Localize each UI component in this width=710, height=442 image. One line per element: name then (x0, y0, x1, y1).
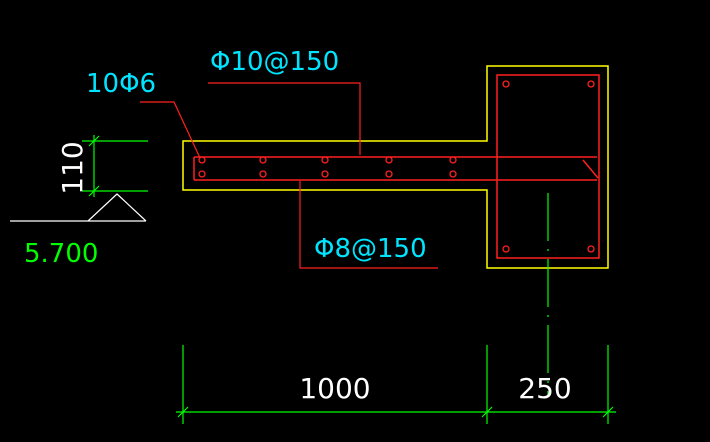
bottom-rebar-label: Φ8@150 (314, 234, 427, 264)
beam-stirrup (496, 74, 600, 259)
slab-rebar-lines (193, 156, 599, 181)
distribution-bars-label: 10Φ6 (86, 69, 156, 99)
thickness-dimension (82, 135, 148, 197)
slab-thickness-label: 110 (56, 141, 89, 194)
leader-lines (140, 82, 438, 269)
elevation-symbol (10, 193, 147, 222)
top-rebar-label: Φ10@150 (210, 47, 339, 77)
slab-distribution-bars (198, 156, 457, 178)
elevation-label: 5.700 (24, 239, 98, 269)
horizontal-dimension (176, 345, 616, 424)
slab-width-dimension-label: 1000 (299, 372, 370, 405)
beam-corner-bars (502, 80, 595, 253)
concrete-outline (182, 65, 609, 269)
beam-width-dimension-label: 250 (518, 372, 571, 405)
